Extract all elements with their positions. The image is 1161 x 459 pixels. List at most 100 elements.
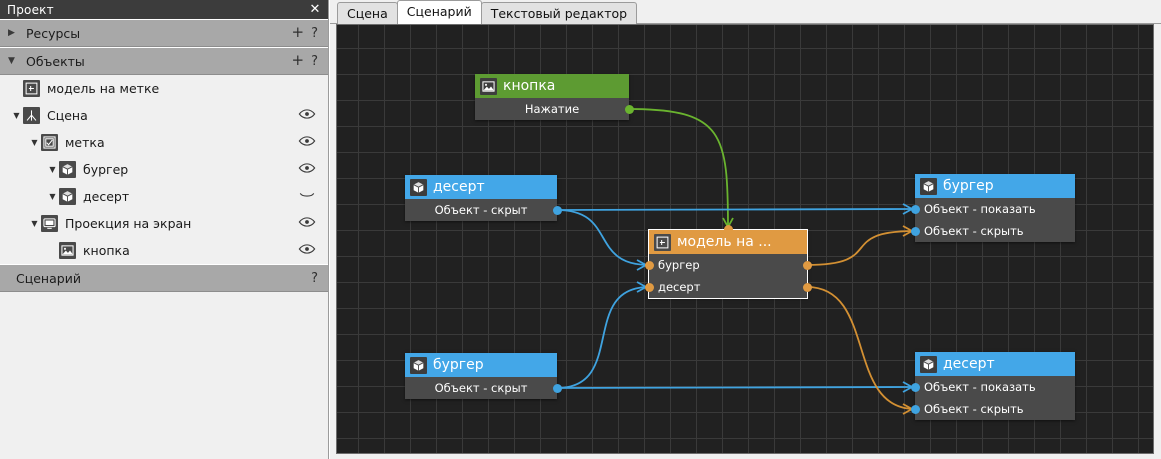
node-row[interactable]: Объект - скрыт [405, 377, 562, 399]
node-row-label: Объект - скрыть [924, 224, 1024, 238]
close-icon[interactable]: ✕ [309, 2, 321, 17]
project-panel: Проект ✕ ▶ Ресурсы + ? ▼ Объекты + ? мод… [0, 0, 329, 459]
node-header[interactable]: десерт [405, 175, 557, 199]
tree-item-label: десерт [83, 189, 130, 204]
port-out[interactable] [624, 104, 634, 114]
port-in[interactable] [644, 282, 654, 292]
node-row[interactable]: десерт [644, 276, 812, 298]
node-row[interactable]: Объект - скрыть [910, 398, 1075, 420]
port-out[interactable] [552, 383, 562, 393]
image-icon [480, 77, 497, 95]
help-objects-button[interactable]: ? [311, 53, 318, 69]
tab-0[interactable]: Сцена [337, 2, 398, 24]
tree-item-0[interactable]: модель на метке [0, 75, 328, 102]
marker-icon [41, 134, 58, 151]
tab-2[interactable]: Текстовый редактор [480, 2, 638, 24]
node-row[interactable]: Объект - скрыть [910, 220, 1075, 242]
chevron-down-icon[interactable]: ▼ [49, 192, 56, 201]
port-in[interactable] [910, 226, 920, 236]
tree-item-label: кнопка [83, 243, 130, 258]
node-port-top[interactable] [723, 225, 733, 234]
port-in[interactable] [910, 404, 920, 414]
visibility-toggle-open[interactable] [298, 243, 316, 258]
port-in[interactable] [644, 260, 654, 270]
image-icon [59, 242, 76, 259]
tree-item-5[interactable]: ▼Проекция на экран [0, 210, 328, 237]
add-resource-button[interactable]: + [291, 23, 305, 41]
node-title-label: бургер [433, 357, 484, 373]
help-scenario-button[interactable]: ? [311, 270, 318, 286]
node-title-label: десерт [943, 356, 995, 372]
tree-item-1[interactable]: ▼ Сцена [0, 102, 328, 129]
marker-model-icon [23, 80, 40, 97]
graph-edge [556, 386, 916, 389]
cube-icon [920, 177, 937, 195]
marker-model-icon [654, 233, 671, 251]
visibility-toggle-closed[interactable] [298, 189, 316, 204]
node-row-label: Объект - скрыть [924, 402, 1024, 416]
visibility-toggle-open[interactable] [298, 108, 316, 123]
visibility-toggle-open[interactable] [298, 216, 316, 231]
graph-edge [556, 208, 916, 211]
section-label-scenario: Сценарий [16, 270, 81, 286]
node-header[interactable]: кнопка [475, 74, 629, 98]
visibility-toggle-open[interactable] [298, 135, 316, 150]
node-header[interactable]: десерт [915, 352, 1075, 376]
node-header[interactable]: бургер [915, 174, 1075, 198]
node-row[interactable]: Объект - показать [910, 376, 1075, 398]
visibility-toggle-open[interactable] [298, 162, 316, 177]
cube-icon [920, 355, 937, 373]
graph-node-model_na[interactable]: модель на ...бургер десерт [644, 225, 812, 299]
node-row-label: Нажатие [524, 102, 580, 116]
tree-item-label: Сцена [47, 108, 88, 123]
node-row[interactable]: Объект - показать [910, 198, 1075, 220]
chevron-down-icon[interactable]: ▼ [13, 111, 20, 120]
node-row-label: десерт [658, 280, 701, 294]
node-row[interactable]: бургер [644, 254, 812, 276]
section-header-objects[interactable]: ▼ Объекты + ? [0, 47, 328, 75]
node-title-label: кнопка [503, 78, 556, 94]
add-object-button[interactable]: + [291, 51, 305, 69]
port-out[interactable] [802, 282, 812, 292]
chevron-right-icon: ▶ [8, 28, 15, 38]
cube-icon [59, 188, 76, 205]
node-header[interactable]: бургер [405, 353, 557, 377]
tree-item-3[interactable]: ▼бургер [0, 156, 328, 183]
tree-item-6[interactable]: кнопка [0, 237, 328, 264]
chevron-down-icon[interactable]: ▼ [31, 219, 38, 228]
tab-label: Текстовый редактор [490, 6, 628, 21]
port-out[interactable] [552, 205, 562, 215]
tree-item-label: модель на метке [47, 81, 160, 96]
port-out[interactable] [802, 260, 812, 270]
chevron-down-icon[interactable]: ▼ [31, 138, 38, 147]
tree-item-2[interactable]: ▼метка [0, 129, 328, 156]
cube-icon [410, 178, 427, 196]
node-row-label: Объект - показать [924, 380, 1036, 394]
tab-1[interactable]: Сценарий [396, 0, 482, 24]
node-row-label: Объект - скрыт [434, 381, 528, 395]
node-row[interactable]: Объект - скрыт [405, 199, 562, 221]
chevron-down-icon[interactable]: ▼ [49, 165, 56, 174]
panel-title: Проект [7, 2, 54, 17]
tree-item-4[interactable]: ▼ десерт [0, 183, 328, 210]
help-resources-button[interactable]: ? [311, 25, 318, 41]
port-in[interactable] [910, 204, 920, 214]
node-header[interactable]: модель на ... [649, 230, 807, 254]
node-row[interactable]: Нажатие [475, 98, 634, 120]
section-header-scenario[interactable]: Сценарий ? [0, 264, 328, 292]
section-header-resources[interactable]: ▶ Ресурсы + ? [0, 19, 328, 47]
cube-icon [410, 356, 427, 374]
object-tree: модель на метке▼Сцена▼метка▼бургер▼десер… [0, 75, 328, 264]
node-title-label: десерт [433, 179, 485, 195]
port-in[interactable] [910, 382, 920, 392]
node-title-label: бургер [943, 178, 994, 194]
node-row-label: Объект - скрыт [434, 203, 528, 217]
